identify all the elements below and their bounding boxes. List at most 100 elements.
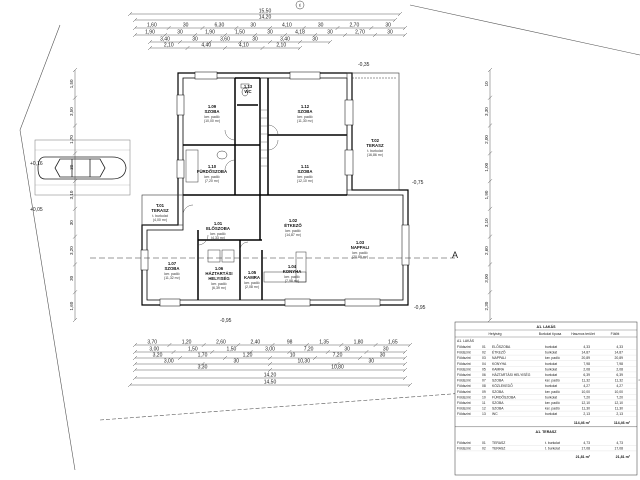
cell: 06 bbox=[482, 373, 486, 377]
dim-tick bbox=[339, 342, 344, 348]
dim-label: 4,10 bbox=[282, 23, 292, 29]
cell: 2,08 bbox=[583, 367, 590, 371]
dim-label: 30 bbox=[69, 275, 74, 281]
room-area: (4,33 m²) bbox=[211, 236, 225, 240]
cell: 4,33 bbox=[616, 345, 623, 349]
cell: 11,32 bbox=[582, 379, 590, 383]
dim-tick bbox=[210, 349, 215, 355]
room-floor: ker. padló bbox=[204, 115, 219, 119]
dim-label: 1,50 bbox=[188, 347, 198, 353]
dim-label: 30 bbox=[177, 30, 183, 36]
dim-label: 3,20 bbox=[69, 246, 74, 255]
dim-tick bbox=[132, 367, 138, 373]
elevation-markers: -0,35 +0,16 +0,05 -0,75 -0,95 -0,95 bbox=[30, 62, 426, 324]
section-line: A bbox=[90, 250, 458, 260]
dim-tick bbox=[72, 178, 78, 184]
dim-label: 3,00 bbox=[149, 347, 159, 353]
room-name: ELŐSZOBA bbox=[206, 226, 230, 231]
dim-label: 30 bbox=[385, 23, 391, 29]
dim-label: 14,20 bbox=[259, 15, 272, 21]
cell: 02 bbox=[482, 351, 486, 355]
room-number: 1.03 bbox=[356, 240, 365, 245]
dim-label: 30 bbox=[233, 359, 239, 365]
dim-label: 3,20 bbox=[153, 353, 163, 359]
dim-tick bbox=[487, 206, 493, 212]
cell: Földszint bbox=[457, 407, 471, 411]
table-total: 114,46 m² bbox=[574, 421, 591, 425]
dim-tick bbox=[487, 95, 493, 100]
dim-tick bbox=[357, 355, 363, 361]
dim-label: 4,40 bbox=[201, 43, 211, 49]
dim-tick bbox=[297, 39, 303, 45]
room-number: 1.01 bbox=[214, 221, 223, 226]
room-area: (10,00 m²) bbox=[204, 119, 220, 123]
dim-label: 30 bbox=[318, 23, 324, 29]
cell: WC bbox=[492, 412, 498, 416]
dim-tick bbox=[222, 45, 228, 51]
dim-label: 1,65 bbox=[388, 340, 398, 346]
dim-label: 4,10 bbox=[239, 43, 249, 49]
cell: 10 bbox=[482, 395, 486, 399]
dim-tick bbox=[132, 361, 138, 367]
level-label: -0,95 bbox=[414, 305, 426, 311]
dim-tick bbox=[407, 382, 413, 388]
dim-label: 3,00 bbox=[164, 359, 174, 365]
cell: t. burkolat bbox=[545, 441, 560, 445]
dim-tick bbox=[72, 262, 78, 267]
svg-text:É: É bbox=[299, 3, 302, 8]
dim-label: 1,90 bbox=[205, 30, 215, 36]
top-overall-a: 15,50 bbox=[127, 9, 403, 17]
dim-tick bbox=[373, 342, 378, 348]
dim-label: 98 bbox=[287, 340, 293, 346]
dim-tick bbox=[487, 317, 493, 323]
room-area: (2,08 m²) bbox=[245, 285, 259, 289]
cell: 20,89 bbox=[615, 356, 624, 360]
room-floor: ker. padló bbox=[211, 282, 226, 286]
dim-label: 30 bbox=[69, 220, 74, 226]
cell: Földszint bbox=[457, 345, 471, 349]
room-name: SZOBA bbox=[164, 266, 179, 271]
dim-label: 10 bbox=[290, 353, 296, 359]
dim-tick bbox=[402, 32, 408, 38]
cell: Földszint bbox=[457, 356, 471, 360]
table-header: Fűtött bbox=[611, 332, 620, 336]
cell: TERASZ bbox=[492, 441, 505, 445]
dim-label: 30 bbox=[69, 164, 74, 170]
dim-tick bbox=[177, 39, 183, 45]
room-number: 1.02 bbox=[289, 218, 298, 223]
dim-tick bbox=[282, 32, 288, 38]
cell: burkolat bbox=[545, 384, 557, 388]
dim-tick bbox=[127, 11, 133, 17]
dim-tick bbox=[267, 25, 273, 31]
room-name: SZOBA bbox=[297, 109, 312, 114]
table-total: 114,46 m² bbox=[614, 421, 631, 425]
cell: burkolat bbox=[545, 345, 557, 349]
cell: burkolat bbox=[545, 395, 557, 399]
dim-label: 1,70 bbox=[69, 135, 74, 144]
cell: 4,27 bbox=[583, 384, 590, 388]
cell: Földszint bbox=[457, 362, 471, 366]
cell: 17,08 bbox=[615, 446, 624, 450]
bottom-overall-a: 14,20 bbox=[132, 373, 408, 381]
dim-label: 2,10 bbox=[164, 43, 174, 49]
dim-tick bbox=[132, 342, 138, 348]
table-sub-label: A1. LAKÁS bbox=[457, 339, 475, 343]
dim-tick bbox=[132, 25, 138, 31]
room-floor: ker. padló bbox=[164, 272, 179, 276]
dim-tick bbox=[72, 95, 78, 100]
room-number: T.01 bbox=[156, 203, 165, 208]
cell: 6,39 bbox=[583, 373, 590, 377]
